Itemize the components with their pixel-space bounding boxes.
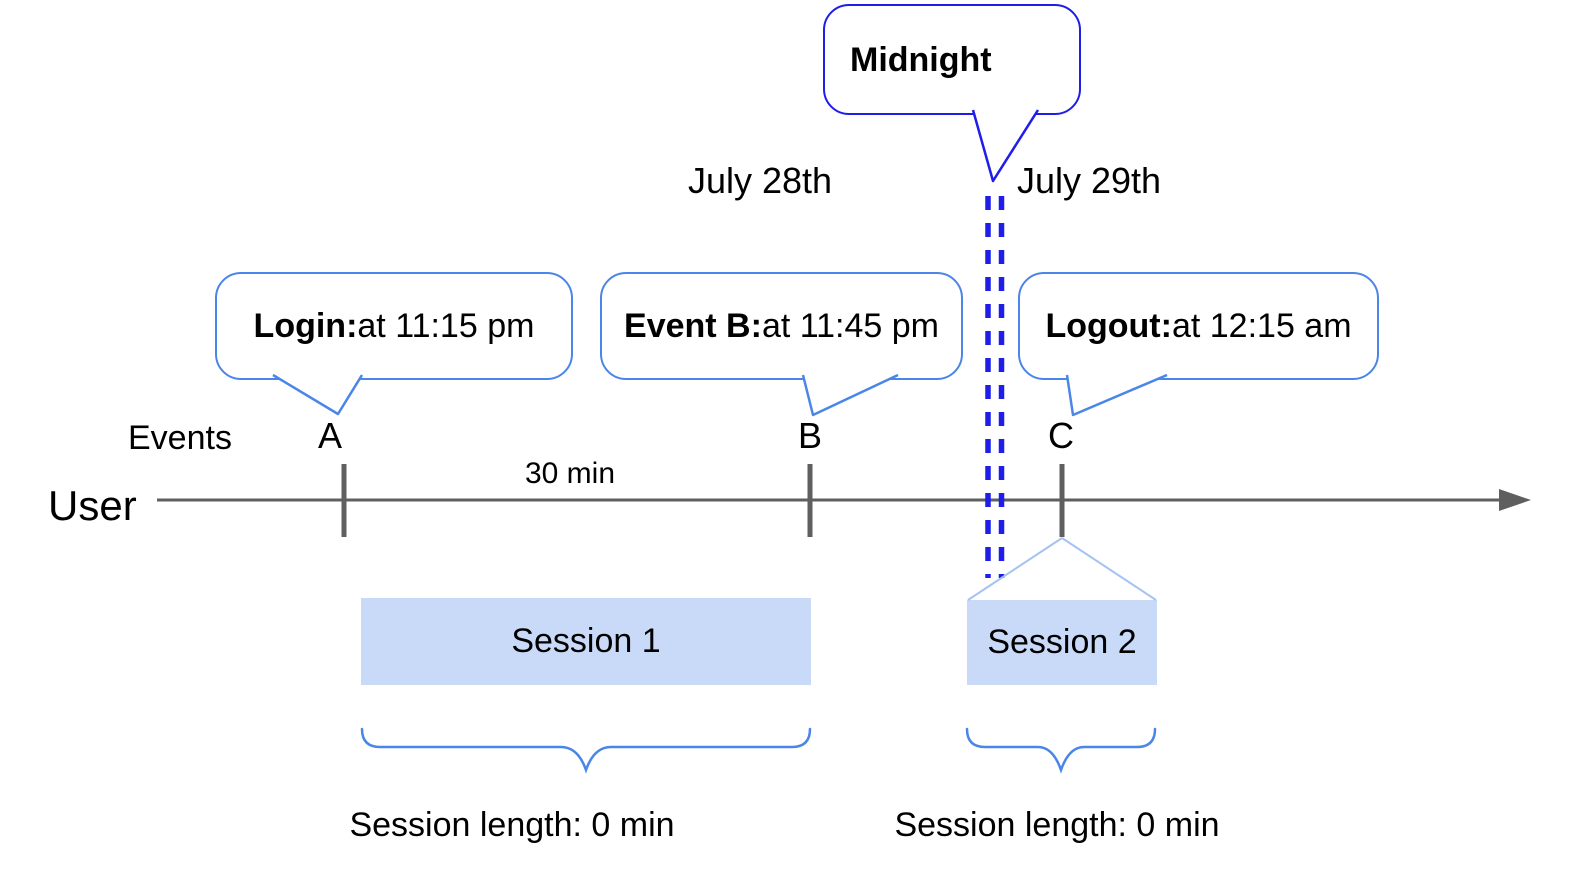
interval-label-30-min: 30 min — [524, 457, 616, 490]
logout-label: Logout: — [1045, 307, 1172, 345]
session-1-length-label: Session length: 0 min — [349, 806, 675, 844]
logout-bubble-tail — [1065, 373, 1168, 417]
event-marker-b: B — [797, 415, 823, 456]
user-row-label: User — [48, 482, 137, 529]
session-2-funnel-right — [1061, 537, 1157, 601]
session-2-length-label: Session length: 0 min — [894, 806, 1220, 844]
session-1-label: Session 1 — [511, 622, 661, 660]
midnight-label: Midnight — [850, 40, 992, 79]
login-callout-bubble: Login: at 11:15 pm — [215, 272, 573, 380]
login-bubble-tail — [272, 373, 364, 416]
timeline-arrowhead-icon — [1499, 489, 1531, 511]
events-row-label: Events — [128, 419, 232, 457]
event-b-label: Event B: — [624, 307, 762, 345]
login-time: at 11:15 pm — [357, 307, 535, 345]
midnight-callout-bubble: Midnight — [823, 4, 1081, 115]
event-marker-c: C — [1048, 415, 1074, 456]
date-label-july-28: July 28th — [687, 160, 833, 201]
session-2-funnel-left — [967, 537, 1063, 601]
session-2-brace — [965, 727, 1157, 774]
session-1-box: Session 1 — [361, 598, 811, 685]
date-label-july-29: July 29th — [1016, 160, 1162, 201]
login-label: Login: — [253, 307, 358, 345]
session-2-box: Session 2 — [967, 600, 1157, 685]
event-b-bubble-tail — [801, 373, 899, 417]
event-marker-a: A — [317, 415, 343, 456]
event-b-callout-bubble: Event B: at 11:45 pm — [600, 272, 963, 380]
logout-callout-bubble: Logout: at 12:15 am — [1018, 272, 1379, 380]
session-1-brace — [360, 727, 812, 774]
logout-time: at 12:15 am — [1171, 307, 1352, 345]
event-b-time: at 11:45 pm — [761, 307, 939, 345]
session-2-label: Session 2 — [987, 623, 1137, 661]
